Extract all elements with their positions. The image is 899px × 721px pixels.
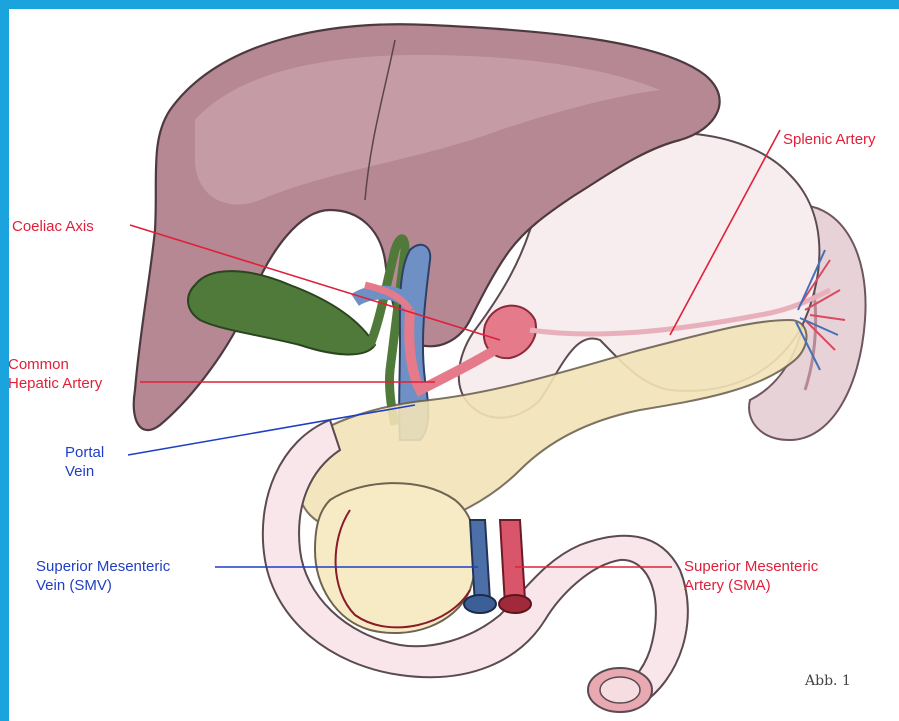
label-portal-vein: Portal Vein <box>65 443 104 481</box>
label-smv: Superior Mesenteric Vein (SMV) <box>36 557 170 595</box>
figure-number: Abb. 1 <box>805 673 851 689</box>
label-coeliac-axis: Coeliac Axis <box>12 217 94 236</box>
superior-mesenteric-vein <box>470 520 490 605</box>
label-common-hepatic-artery: Common Hepatic Artery <box>9 355 102 393</box>
illustration-canvas: Splenic Artery Coeliac Axis Common Hepat… <box>9 9 899 721</box>
smv-cut <box>464 595 496 613</box>
sma-cut <box>499 595 531 613</box>
superior-mesenteric-artery <box>500 520 525 605</box>
label-splenic-artery: Splenic Artery <box>783 130 876 149</box>
jejunum-lumen <box>600 677 640 703</box>
label-sma: Superior Mesenteric Artery (SMA) <box>684 557 818 595</box>
anatomy-illustration <box>9 9 899 721</box>
